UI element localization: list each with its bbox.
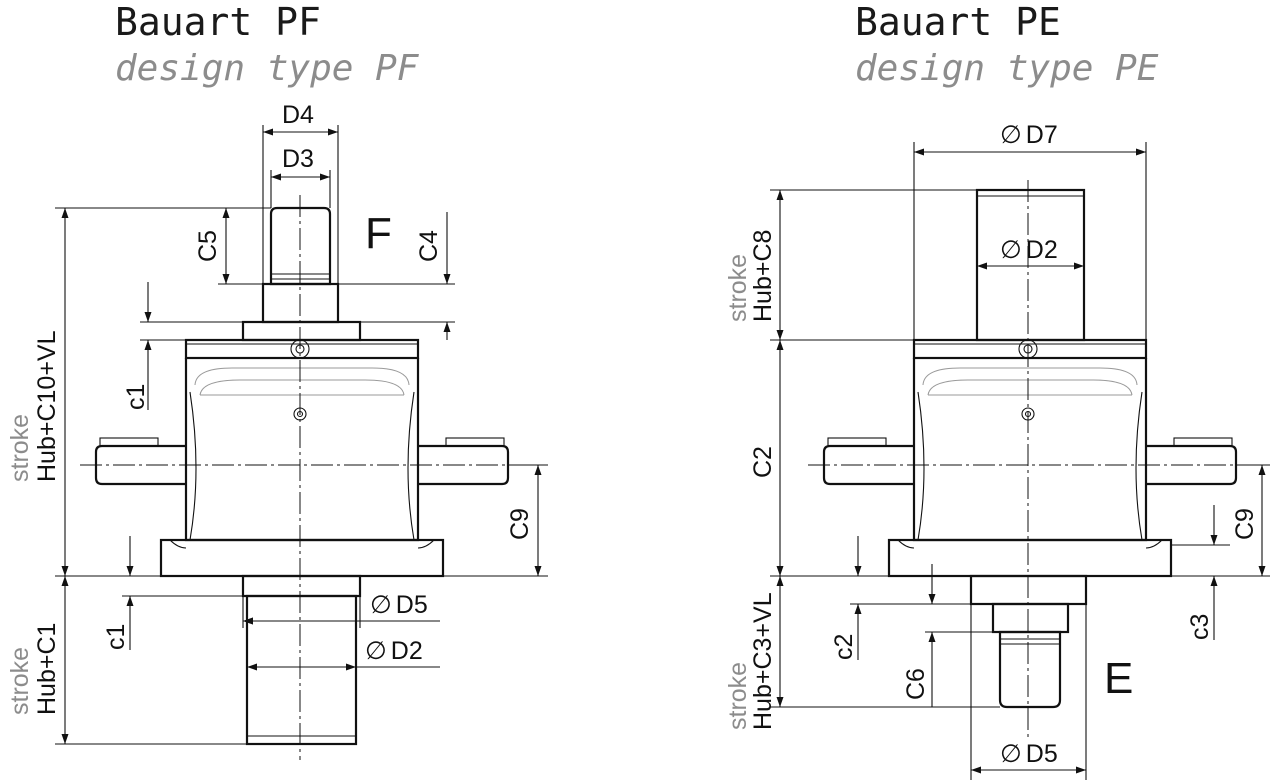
pe-label-d7: ∅D7 bbox=[1000, 121, 1058, 149]
pf-title: Bauart PF bbox=[115, 0, 321, 44]
pf-subtitle: design type PF bbox=[115, 48, 420, 89]
pe-drawing bbox=[808, 180, 1250, 740]
pe-label-d5: ∅D5 bbox=[1000, 740, 1058, 768]
pe-dimensions bbox=[770, 142, 1270, 780]
pf-label-d3: D3 bbox=[282, 145, 314, 173]
pe-label-c2: C2 bbox=[749, 446, 777, 478]
pf-label-d2: ∅D2 bbox=[365, 637, 423, 665]
pe-label-c3: c3 bbox=[1186, 614, 1214, 640]
pf-label-d4: D4 bbox=[282, 101, 314, 129]
diameter-symbol: ∅ bbox=[365, 637, 387, 665]
pf-label-hub-top: Hub+C10+VL bbox=[33, 330, 61, 482]
pf-label-c9: C9 bbox=[506, 508, 534, 540]
pf-label-stroke-bottom: stroke bbox=[6, 647, 34, 715]
pe-label-stroke-bottom: stroke bbox=[724, 662, 752, 730]
pe-label-c2-small: c2 bbox=[830, 634, 858, 660]
pf-label-c1-top: c1 bbox=[122, 384, 150, 410]
pe-label-d2: ∅D2 bbox=[1000, 236, 1058, 264]
pe-title: Bauart PE bbox=[855, 0, 1061, 44]
pf-drawing bbox=[80, 195, 520, 760]
diameter-symbol: ∅ bbox=[1000, 121, 1022, 149]
pf-label-c1-bottom: c1 bbox=[102, 624, 130, 650]
pe-label-hub-bottom: Hub+C3+VL bbox=[749, 592, 777, 730]
pf-label-hub-bottom: Hub+C1 bbox=[33, 623, 61, 715]
diameter-symbol: ∅ bbox=[1000, 740, 1022, 768]
pe-label-e: E bbox=[1104, 654, 1133, 703]
pf-label-stroke-top: stroke bbox=[6, 414, 34, 482]
pe-subtitle: design type PE bbox=[855, 48, 1159, 89]
pe-label-c9: C9 bbox=[1231, 508, 1259, 540]
pf-label-c4: C4 bbox=[415, 230, 443, 262]
pf-label-c5: C5 bbox=[194, 230, 222, 262]
diameter-symbol: ∅ bbox=[370, 591, 392, 619]
pf-label-f: F bbox=[365, 209, 392, 258]
pf-dimensions bbox=[55, 125, 548, 745]
pe-label-c6: C6 bbox=[902, 668, 930, 700]
pf-label-d5: ∅D5 bbox=[370, 591, 428, 619]
pe-label-stroke-top: stroke bbox=[724, 254, 752, 322]
pe-label-hub-top: Hub+C8 bbox=[749, 230, 777, 322]
diameter-symbol: ∅ bbox=[1000, 236, 1022, 264]
